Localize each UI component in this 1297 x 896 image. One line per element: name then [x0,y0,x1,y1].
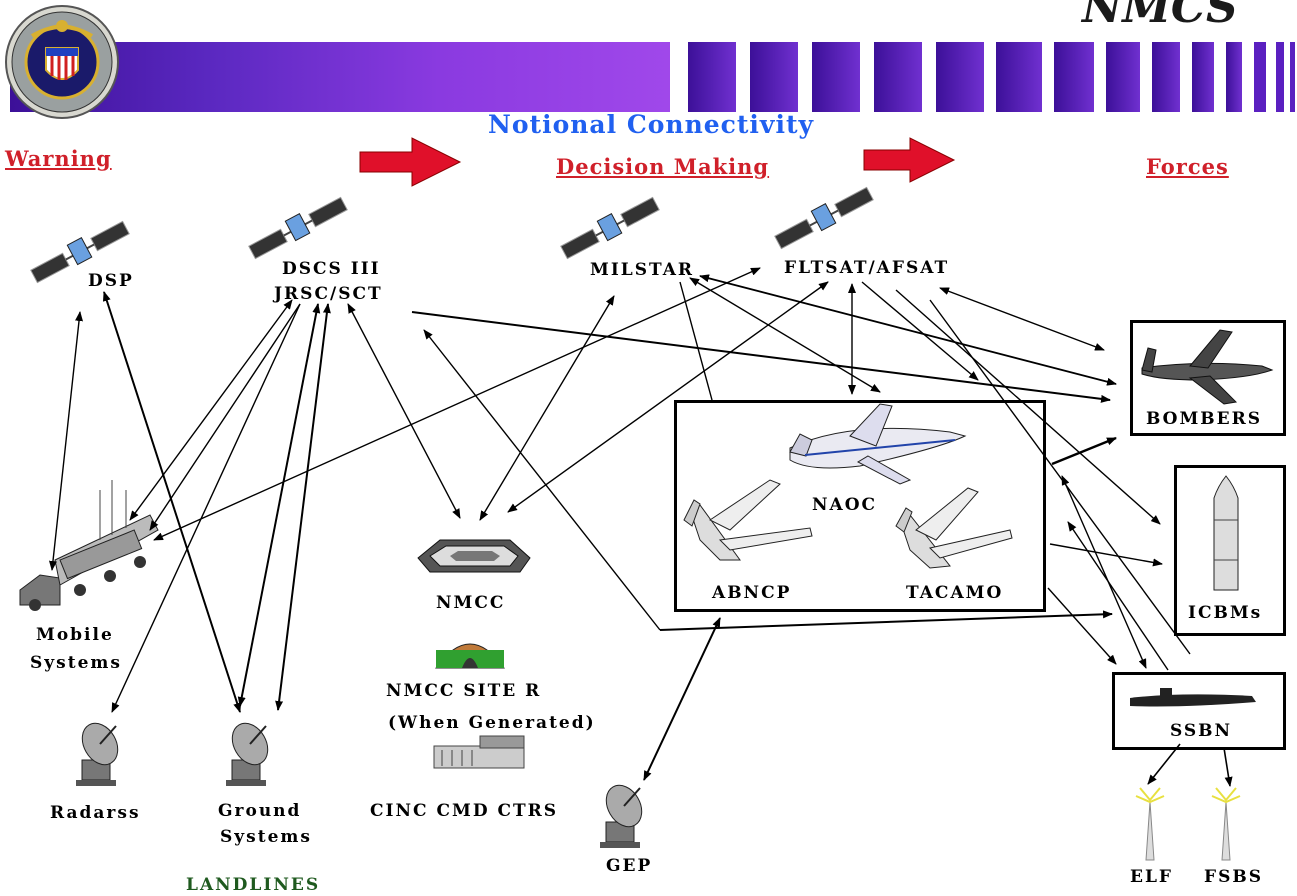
antenna-tower-icon [1211,787,1241,861]
pentagon-icon [417,539,531,573]
icbms-box [1174,465,1286,636]
satellite-icon [248,196,348,260]
stage-warning: Warning [5,146,112,171]
airborne-box [674,400,1046,612]
header-band-block [1054,42,1094,112]
building-icon [433,735,525,769]
header-band-block [1192,42,1214,112]
label-ssbn: SSBN [1170,721,1233,741]
radar-dish-icon [226,722,269,786]
missile-icon [1213,475,1239,591]
header-band-block [1254,42,1266,112]
label-icbms: ICBMs [1188,603,1263,623]
label-naoc: NAOC [812,495,878,515]
satellite-icon [30,220,130,284]
page-title: NMCS [1082,0,1238,33]
header-band-block [812,42,860,112]
label-site-r-line2: (When Generated) [388,713,596,733]
satellite-icon [560,196,660,260]
aircraft-icon [895,487,1013,569]
label-bombers: BOMBERS [1146,409,1263,429]
label-landlines: LANDLINES [186,875,321,895]
label-mobile-line1: Mobile [36,625,114,645]
submarine-icon [1130,688,1256,707]
subtitle: Notional Connectivity [488,110,815,139]
label-cinc: CINC CMD CTRS [370,801,559,821]
label-site-r-line1: NMCC SITE R [386,681,542,701]
header-band-block [996,42,1042,112]
label-ground-line2: Systems [220,827,312,847]
label-radars: Radarss [50,803,141,823]
label-dsp: DSP [88,271,134,291]
label-ground-line1: Ground [218,801,302,821]
header-band-block [936,42,984,112]
bomber-icon [1141,329,1274,405]
stage-decision: Decision Making [556,154,770,179]
bunker-icon [435,643,505,669]
radar-dish-icon [76,722,119,786]
header-band-block [688,42,736,112]
connection-lines [48,267,1233,787]
arrow-right-icon [359,137,462,187]
label-tacamo: TACAMO [906,583,1004,603]
header-band-block [1276,42,1284,112]
truck-icon [19,480,159,611]
header-band-block [1106,42,1140,112]
antenna-tower-icon [1135,787,1165,861]
header-band-block [750,42,798,112]
label-fltsat: FLTSAT/AFSAT [784,258,950,278]
label-fsbs: FSBS [1204,867,1263,887]
label-milstar: MILSTAR [590,260,695,280]
label-dscs-line1: DSCS III [282,259,381,279]
header-band-block [874,42,922,112]
header-band-block [1226,42,1242,112]
header-band [10,42,670,112]
header-band-block [1290,42,1295,112]
label-elf: ELF [1130,867,1173,887]
label-mobile-line2: Systems [30,653,122,673]
radar-dish-icon [600,784,643,848]
label-nmcc: NMCC [436,593,506,613]
ssbn-box [1112,672,1286,750]
header-band-block [1152,42,1180,112]
label-dscs-line2: JRSC/SCT [274,284,383,304]
stage-forces: Forces [1146,154,1229,179]
label-abncp: ABNCP [712,583,792,603]
label-gep: GEP [606,856,653,876]
bombers-box [1130,320,1286,436]
satellite-icon [774,186,874,250]
arrow-right-icon [863,137,956,183]
